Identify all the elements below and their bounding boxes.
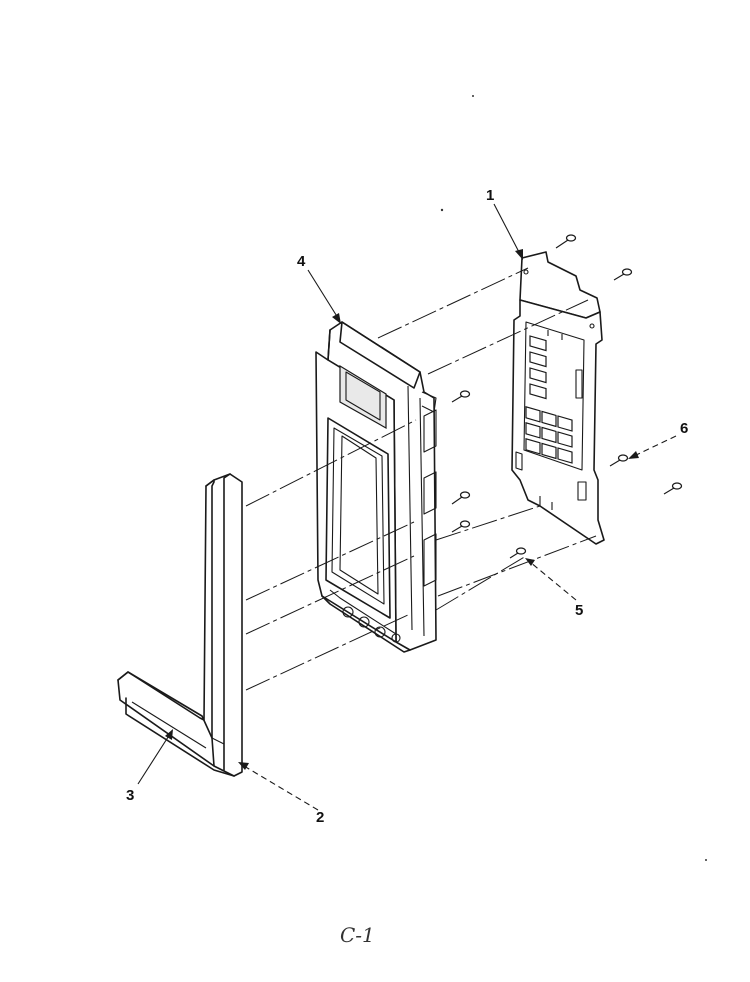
callout-1: 1: [486, 187, 523, 260]
scan-specks: [440, 95, 707, 861]
sheet-label: C-1: [340, 923, 375, 947]
callout-label-1: 1: [486, 187, 494, 204]
callout-label-6: 6: [680, 420, 688, 437]
callout-label-5: 5: [575, 602, 583, 619]
screw: [663, 482, 683, 495]
callout-5: 5: [525, 558, 583, 619]
part-4-panel-frame: [315, 321, 437, 653]
screw: [509, 547, 527, 559]
callout-6: 6: [628, 420, 688, 459]
screw: [555, 234, 577, 249]
callout-label-4: 4: [297, 253, 306, 270]
callout-4: 4: [297, 253, 341, 324]
assembly-centerlines: [245, 267, 597, 691]
screw: [609, 454, 629, 467]
callout-2: 2: [238, 762, 324, 826]
callout-label-3: 3: [126, 787, 134, 804]
part-1-control-panel: [511, 251, 605, 545]
part-2-3-trim: [117, 473, 243, 777]
screw: [451, 491, 471, 505]
screws: [451, 234, 683, 559]
callout-label-2: 2: [316, 809, 324, 826]
callout-3: 3: [126, 729, 173, 804]
screw: [451, 390, 471, 403]
screw: [613, 268, 633, 281]
screw: [451, 520, 471, 533]
